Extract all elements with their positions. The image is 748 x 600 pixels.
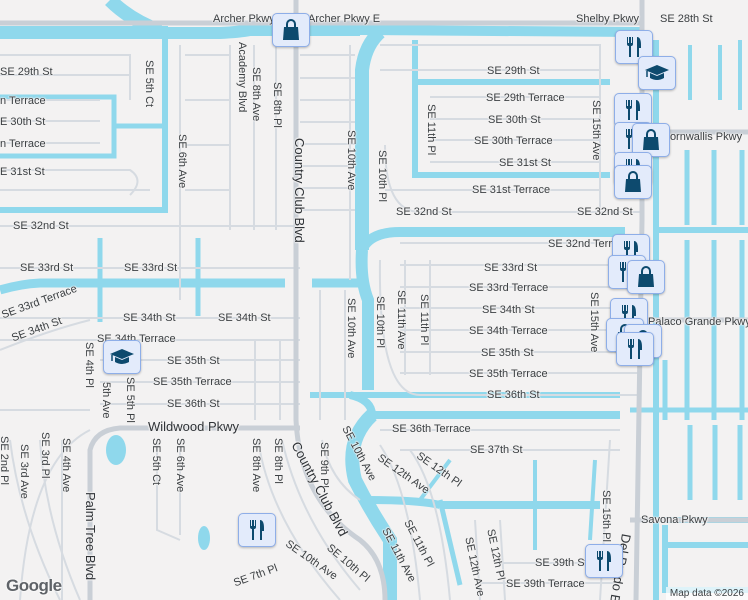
street-label: SE 15th Ave bbox=[588, 292, 600, 353]
street-label: E 31st St bbox=[0, 166, 45, 178]
street-label: SE 34th Terrace bbox=[469, 325, 548, 337]
street-label: SE 10th Pl bbox=[376, 150, 388, 202]
poi-pin-school[interactable] bbox=[103, 340, 141, 374]
street-label-shelby-pkwy: Shelby Pkwy bbox=[576, 13, 639, 25]
street-label: SE 36th St bbox=[167, 398, 220, 410]
street-label: SE 36th St bbox=[487, 389, 540, 401]
street-label: n Terrace bbox=[0, 138, 46, 150]
street-label: SE 32nd St bbox=[13, 220, 69, 232]
street-label: SE 31st St bbox=[499, 157, 551, 169]
shopping-bag-icon bbox=[641, 129, 661, 151]
street-label: SE 10th Ave bbox=[345, 130, 357, 191]
street-label: SE 33rd St bbox=[484, 262, 538, 274]
street-label: SE 34th St bbox=[482, 304, 535, 316]
street-label-savona-pkwy: Savona Pkwy bbox=[641, 514, 708, 526]
graduation-cap-icon bbox=[644, 63, 670, 83]
street-label: SE 11th Pl bbox=[425, 104, 437, 156]
street-label: SE 10th Pl bbox=[374, 296, 386, 348]
street-label: SE 6th Ave bbox=[176, 134, 188, 189]
street-label: SE 3rd Pl bbox=[39, 432, 51, 479]
shopping-bag-icon bbox=[623, 171, 643, 193]
street-label: SE 15th Ave bbox=[590, 100, 602, 161]
street-label-archer-pkwy: Archer Pkwy bbox=[213, 13, 275, 25]
fork-knife-icon bbox=[625, 337, 645, 361]
poi-pin-restaurant[interactable] bbox=[616, 332, 654, 366]
street-label: SE 5th Pl bbox=[124, 377, 136, 423]
street-label: SE 10th Ave bbox=[345, 298, 357, 359]
street-label: SE 6th Ave bbox=[174, 438, 186, 493]
poi-pin-restaurant[interactable] bbox=[585, 544, 623, 578]
street-label: SE 39th St bbox=[535, 557, 588, 569]
street-label: SE 31st Terrace bbox=[472, 184, 551, 196]
street-label-cornwallis-pkwy: Cornwallis Pkwy bbox=[662, 131, 743, 143]
street-label-academy-blvd: Academy Blvd bbox=[236, 42, 248, 113]
poi-pin-shopping[interactable] bbox=[272, 13, 310, 47]
street-label: SE 4th Ave bbox=[60, 438, 72, 493]
street-label: E 30th St bbox=[0, 116, 46, 128]
street-label: SE 33rd Terrace bbox=[469, 282, 549, 294]
street-label: SE 32nd St bbox=[577, 206, 633, 218]
street-label: SE 30th St bbox=[488, 114, 541, 126]
street-label: SE 29th Terrace bbox=[486, 92, 565, 104]
fork-knife-icon bbox=[594, 549, 614, 573]
fork-knife-icon bbox=[247, 518, 267, 542]
street-label: SE 11th Ave bbox=[395, 290, 407, 350]
street-label: SE 30th Terrace bbox=[474, 135, 553, 147]
street-label: SE 29th St bbox=[0, 66, 53, 78]
street-label: SE 36th Terrace bbox=[392, 423, 471, 435]
poi-pin-restaurant[interactable] bbox=[238, 513, 276, 547]
street-label: SE 32nd St bbox=[396, 206, 452, 218]
street-label: SE 15th Pl bbox=[600, 490, 612, 542]
street-label: SE 33rd St bbox=[20, 262, 74, 274]
shopping-bag-icon bbox=[281, 19, 301, 41]
street-label: SE 4th Pl bbox=[83, 342, 95, 388]
street-label: n Terrace bbox=[0, 95, 46, 107]
shopping-bag-icon bbox=[636, 266, 656, 288]
google-logo: Google bbox=[6, 576, 62, 595]
street-label: SE 8th Pl bbox=[271, 82, 283, 128]
poi-pin-shopping[interactable] bbox=[627, 260, 665, 294]
street-label-se-28th-st: SE 28th St bbox=[660, 13, 713, 25]
street-label: SE 33rd St bbox=[124, 262, 178, 274]
street-label-country-club-blvd: Country Club Blvd bbox=[292, 138, 307, 243]
street-label: SE 2nd Pl bbox=[0, 436, 10, 485]
street-label: SE 8th Pl bbox=[272, 438, 284, 484]
street-label: SE 5th Ct bbox=[150, 438, 162, 486]
street-label: SE 35th Terrace bbox=[153, 376, 232, 388]
street-label-palaco-grande-pkwy: Palaco Grande Pkwy bbox=[648, 316, 748, 328]
street-label: SE 8th Ave bbox=[250, 67, 262, 122]
street-label: SE 35th St bbox=[167, 355, 220, 367]
street-label-wildwood-pkwy: Wildwood Pkwy bbox=[148, 419, 240, 434]
street-label: SE 11th Pl bbox=[418, 294, 430, 346]
street-label: SE 35th Terrace bbox=[469, 368, 548, 380]
street-label: SE 34th St bbox=[123, 312, 176, 324]
street-label: SE 8th Ave bbox=[250, 438, 262, 493]
graduation-cap-icon bbox=[109, 347, 135, 367]
street-label: 5th Ave bbox=[100, 382, 112, 419]
street-label: SE 29th St bbox=[487, 65, 540, 77]
street-label: SE 35th St bbox=[481, 347, 534, 359]
poi-pin-shopping[interactable] bbox=[614, 165, 652, 199]
street-label-palm-tree-blvd: Palm Tree Blvd bbox=[83, 492, 98, 581]
street-label: SE 32nd Terrace bbox=[548, 238, 630, 250]
fork-knife-icon bbox=[624, 35, 644, 59]
map-attribution[interactable]: Map data ©2026 bbox=[665, 587, 748, 600]
street-label-archer-pkwy-e: Archer Pkwy E bbox=[308, 13, 381, 25]
street-label: SE 37th St bbox=[470, 444, 523, 456]
poi-pin-school[interactable] bbox=[638, 56, 676, 90]
street-label: SE 34th St bbox=[218, 312, 271, 324]
fork-knife-icon bbox=[623, 98, 643, 122]
street-label: SE 5th Ct bbox=[143, 60, 155, 108]
street-label: SE 3rd Ave bbox=[18, 444, 30, 499]
street-label: SE 39th Terrace bbox=[506, 578, 585, 590]
